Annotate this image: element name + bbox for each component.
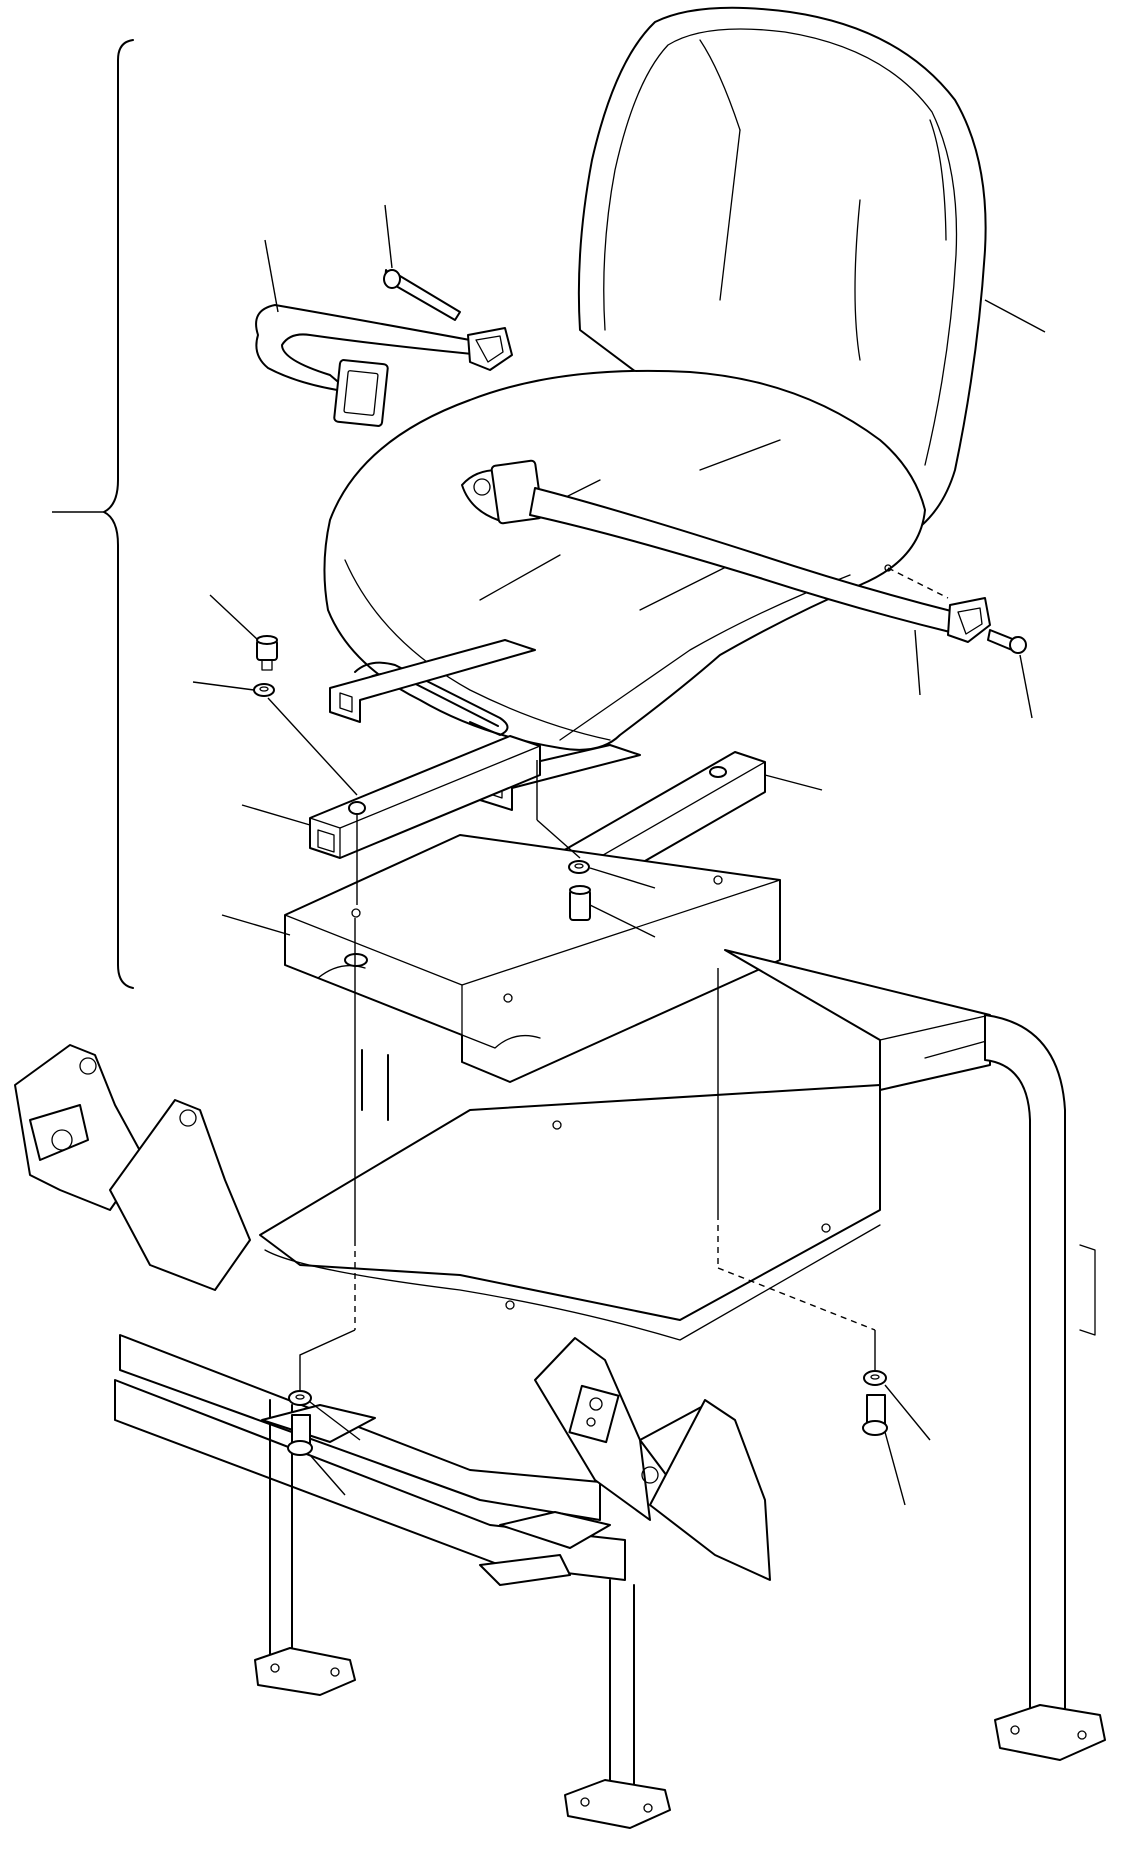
slide-rail-left — [309, 735, 541, 859]
assembly-group-brace — [52, 39, 134, 989]
leader-right-washer — [589, 867, 656, 889]
leader-lower-right-washer — [884, 1384, 931, 1441]
leader-right-bolt — [1019, 654, 1033, 719]
washer-upper-left — [253, 683, 275, 697]
leader-lower-left-bolt — [309, 1454, 346, 1496]
washer-right-rail — [568, 860, 590, 874]
seat-cushion — [323, 369, 926, 751]
seat-base-frame — [14, 949, 1106, 1829]
leader-bracket — [221, 914, 291, 936]
leader-backrest — [984, 299, 1046, 333]
socket-bolt-right-rail — [569, 885, 591, 921]
leader-lower-left-washer — [309, 1401, 361, 1441]
washer-lower-right — [863, 1370, 887, 1386]
socket-bolt-upper-left — [256, 635, 278, 671]
seat-belt-right — [461, 459, 991, 643]
seat-belt-left — [255, 304, 513, 427]
belt-bolt-right — [987, 629, 1027, 654]
callout-leaders — [192, 204, 1046, 1506]
leader-right-rail — [764, 774, 823, 791]
bolt-under-bracket — [344, 953, 368, 967]
bolt-lower-left — [287, 1414, 313, 1456]
leader-right-socket-bolt — [589, 904, 656, 938]
leader-left-belt — [264, 239, 279, 313]
leader-right-belt — [914, 629, 921, 696]
washer-lower-left — [288, 1390, 312, 1406]
mounting-alignment-lines — [267, 697, 876, 1395]
leader-washer — [192, 681, 255, 691]
leader-belt-bolt — [384, 204, 393, 269]
leader-left-rail — [241, 804, 311, 826]
seat-mount-bracket — [284, 834, 781, 1083]
bolt-lower-right — [862, 1394, 888, 1436]
seat-backrest — [577, 6, 987, 556]
leader-socket-bolt — [209, 594, 259, 641]
upper-rail-left — [329, 639, 536, 723]
leader-lower-right-bolt — [884, 1431, 906, 1506]
belt-bolt-top — [383, 269, 461, 321]
